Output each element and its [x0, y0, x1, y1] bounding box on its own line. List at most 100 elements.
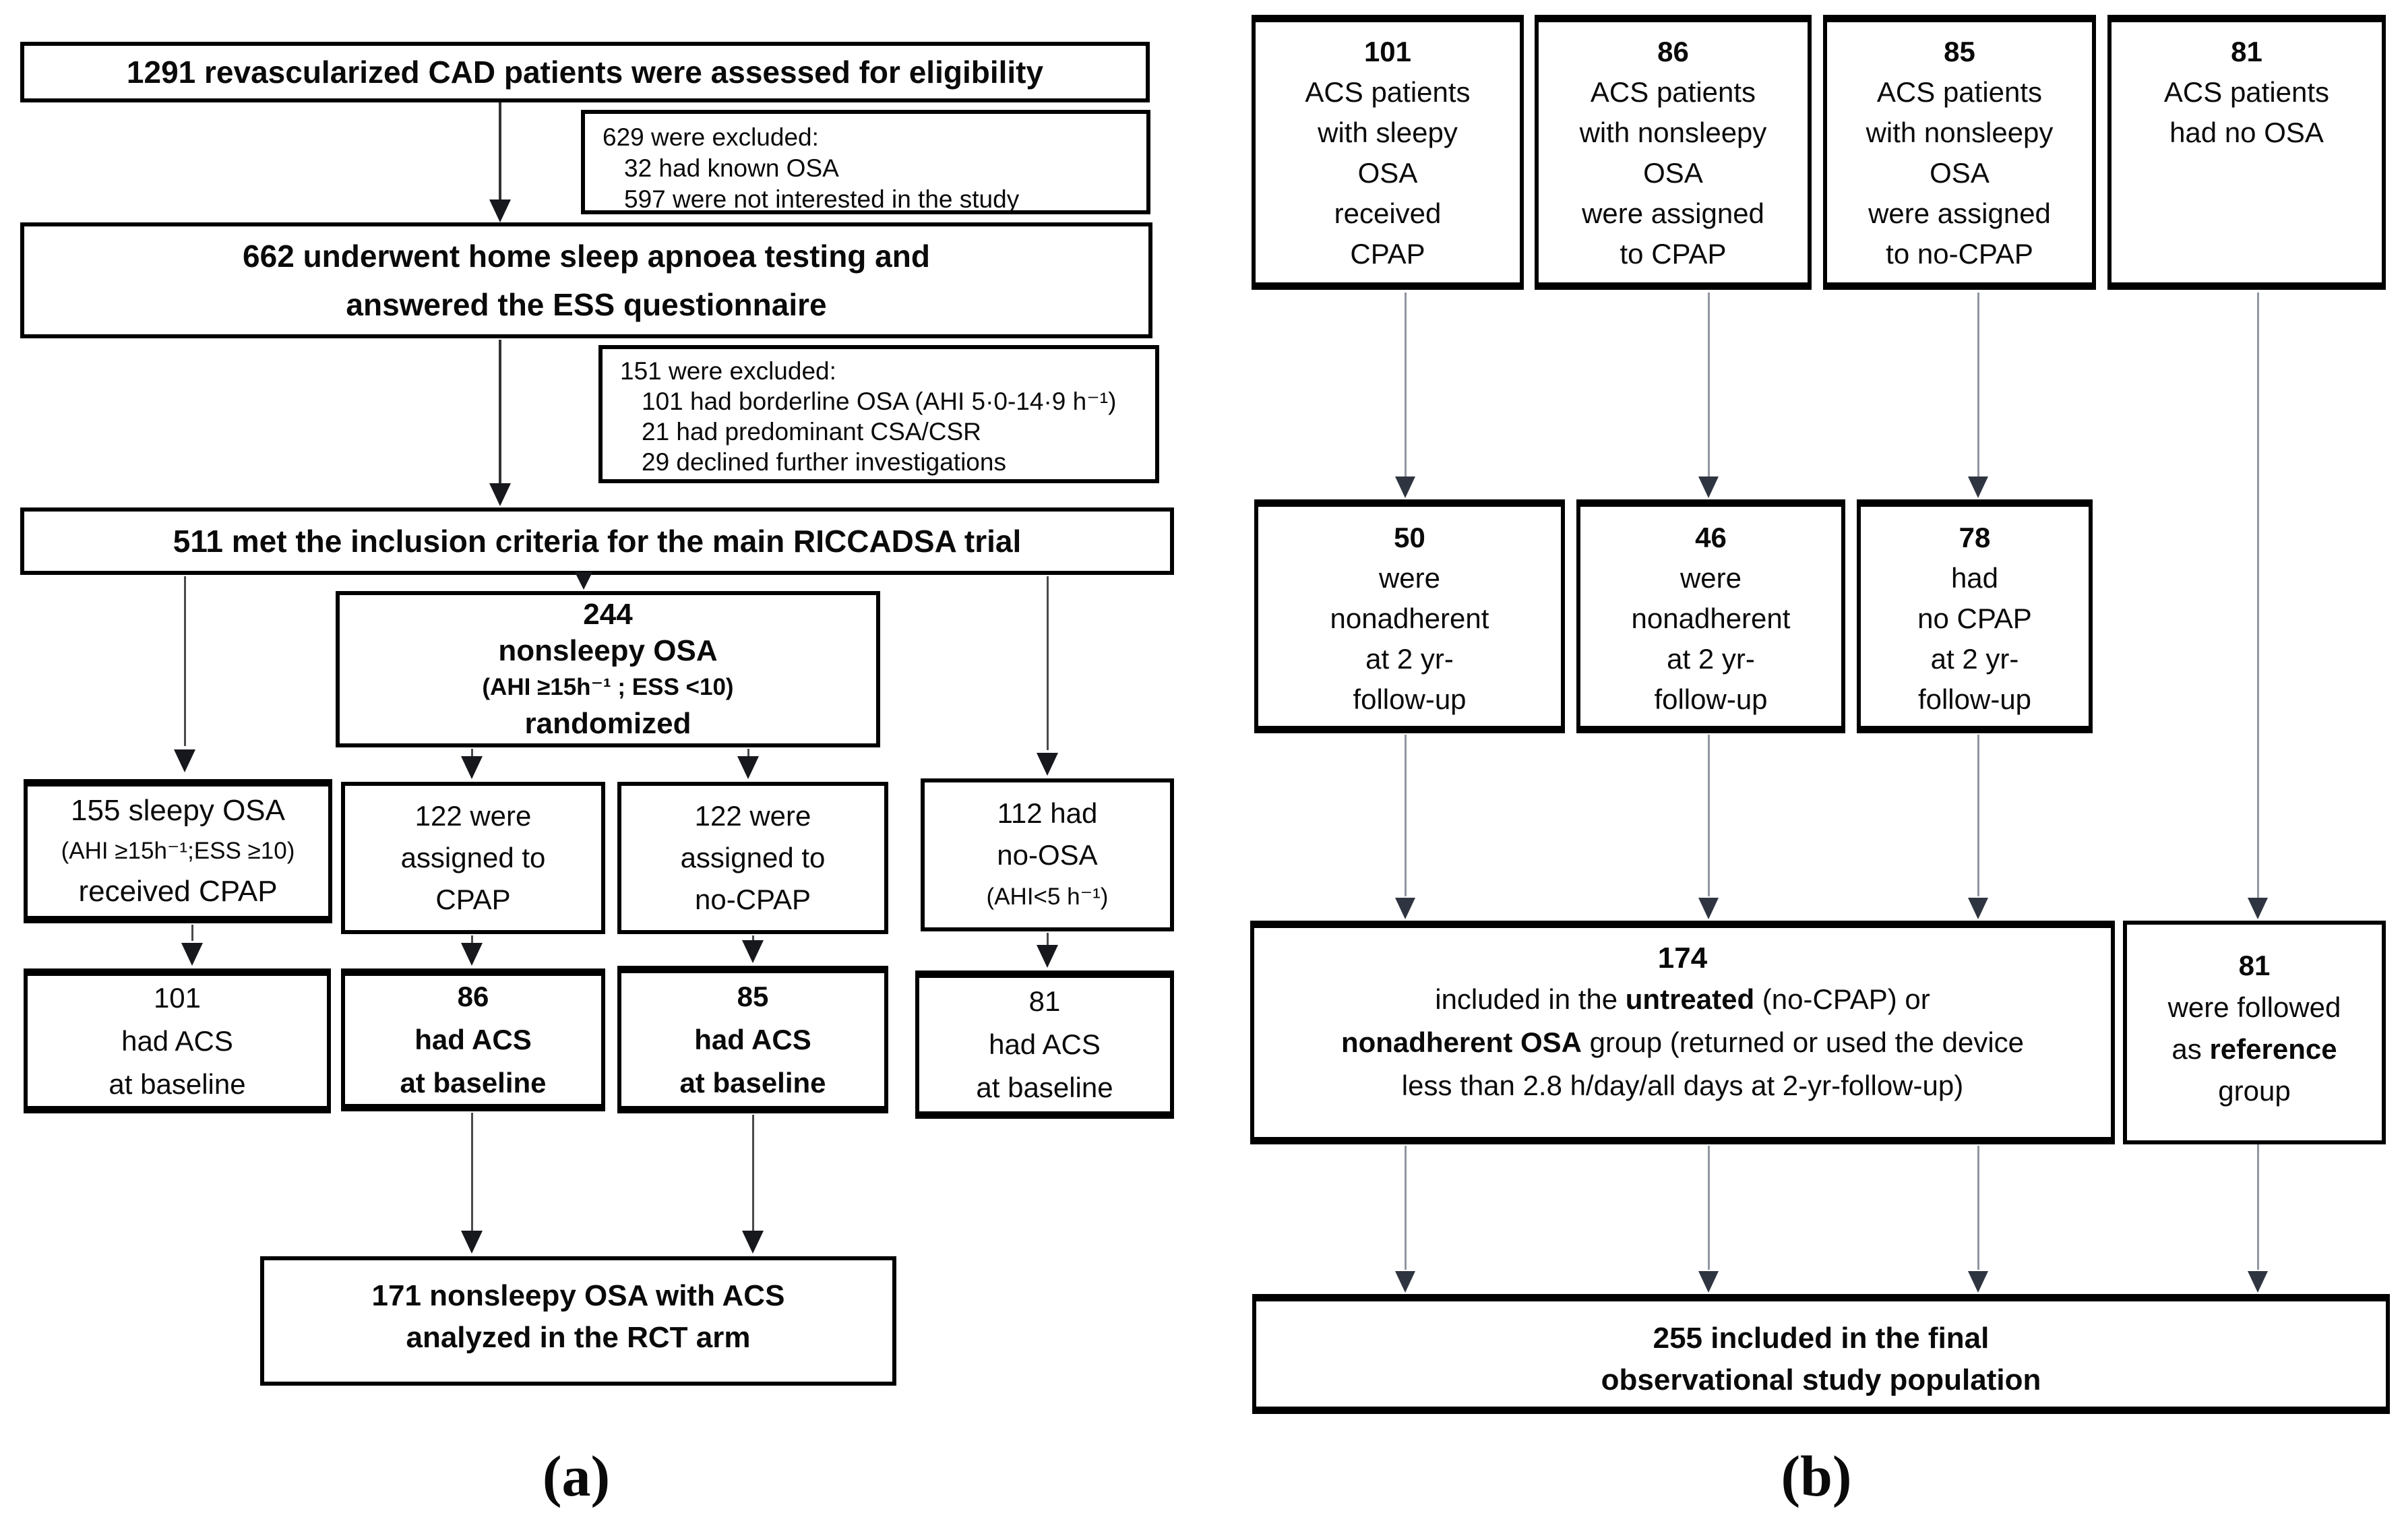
- box-text: had ACS: [121, 1024, 233, 1057]
- count-text: 81: [2238, 950, 2271, 981]
- box-b-no-cpap-78: 78 had no CPAP at 2 yr- follow-up: [1857, 499, 2093, 733]
- arrow-acs86-to-rct-head: [461, 1231, 483, 1254]
- box-text: CPAP: [1350, 238, 1425, 270]
- box-text: no-OSA: [997, 838, 1098, 871]
- arrow-174-to-final-head-2: [1698, 1271, 1719, 1293]
- arrow-to-no-osa-112-head: [1037, 753, 1058, 776]
- box-text: 1291 revascularized CAD patients were as…: [126, 55, 1044, 90]
- arrow-to-acs-101-line: [191, 925, 193, 941]
- box-assessed-eligibility: 1291 revascularized CAD patients were as…: [20, 42, 1150, 102]
- box-b-no-osa-81: 81 ACS patients had no OSA: [2107, 15, 2386, 290]
- box-text: at 2 yr-: [1365, 643, 1454, 675]
- arrow-acs85-to-rct-head: [742, 1231, 764, 1254]
- box-text: answered the ESS questionnaire: [346, 287, 827, 322]
- box-text: group: [2218, 1075, 2291, 1107]
- box-no-osa-112: 112 had no-OSA (AHI<5 h⁻¹): [921, 778, 1174, 931]
- box-text: were assigned: [1582, 197, 1764, 229]
- arrow-to-sleepy-155-head: [174, 749, 195, 772]
- criteria-text: (AHI ≥15h⁻¹ ; ESS <10): [482, 674, 734, 700]
- arrow-to-acs-85-head: [742, 940, 764, 963]
- box-text: observational study population: [1601, 1363, 2041, 1396]
- arrow-acs86-to-rct-line: [471, 1113, 473, 1233]
- box-b-nonsleepy-no-cpap-85: 85 ACS patients with nonsleepy OSA were …: [1823, 15, 2096, 290]
- box-text: 662 underwent home sleep apnoea testing …: [243, 239, 930, 274]
- box-text: at 2 yr-: [1667, 643, 1755, 675]
- box-text: ACS patients: [2163, 76, 2330, 108]
- box-text: at 2 yr-: [1930, 643, 2019, 675]
- box-text: follow-up: [1654, 683, 1768, 715]
- count-text: 81: [2231, 36, 2262, 67]
- arrow-acs85-to-rct-line: [752, 1115, 754, 1233]
- count-text: 85: [1944, 36, 1975, 67]
- box-text: at baseline: [976, 1072, 1113, 1103]
- arrow-174-to-final-head-3: [1968, 1271, 1988, 1293]
- box-text: nonadherent: [1330, 603, 1489, 634]
- arrow-to-assigned-no-cpap-head: [737, 756, 759, 779]
- text-segment-bold: untreated: [1625, 983, 1755, 1015]
- arrow-to-randomized-head: [575, 572, 592, 590]
- text-segment: included in the: [1435, 983, 1626, 1015]
- criteria-text: (AHI ≥15h⁻¹;ESS ≥10): [61, 838, 295, 864]
- box-text: ACS patients: [1305, 76, 1471, 108]
- box-text: nonadherent: [1631, 603, 1791, 634]
- panel-a-label: (a): [542, 1444, 611, 1508]
- box-text: no CPAP: [1917, 603, 2032, 634]
- panel-b-label: (b): [1781, 1444, 1852, 1508]
- box-b-sleepy-cpap-101: 101 ACS patients with sleepy OSA receive…: [1252, 15, 1524, 290]
- box-text: were: [1378, 562, 1441, 594]
- box-text: had no OSA: [2169, 117, 2324, 148]
- box-text: OSA: [1357, 157, 1418, 189]
- box-text: 255 included in the final: [1653, 1322, 1990, 1355]
- arrow-174-to-final-line-2: [1708, 1146, 1710, 1270]
- count-text: 174: [1657, 942, 1708, 975]
- count-text: 101: [1363, 36, 1412, 67]
- box-text: as reference: [2171, 1028, 2337, 1070]
- box-text: with nonsleepy: [1866, 117, 2054, 148]
- box-text: 155 sleepy OSA: [71, 794, 285, 827]
- arrow-reference-to-final-line: [2257, 1144, 2259, 1270]
- box-b-reference-81: 81 were followed as reference group: [2123, 921, 2386, 1144]
- box-text: OSA: [1930, 157, 1990, 189]
- arrow-to-sleep-testing-line: [499, 102, 501, 205]
- arrow-to-no-osa-112-line: [1047, 576, 1049, 750]
- box-text: nonsleepy OSA: [498, 634, 718, 667]
- arrow-to-inclusion-line: [499, 340, 501, 484]
- arrow-to-sleep-testing-head: [489, 199, 511, 222]
- excluded-line: 151 were excluded:: [620, 357, 836, 385]
- arrow-to-assigned-cpap-head: [461, 756, 483, 779]
- box-text: to no-CPAP: [1886, 238, 2033, 270]
- count-text: 85: [737, 980, 769, 1012]
- count-text: 86: [1657, 36, 1689, 67]
- box-text: 511 met the inclusion criteria for the m…: [173, 524, 1022, 559]
- count-text: 244: [583, 598, 633, 631]
- arrow-b1-to-nonadherent50-line: [1405, 292, 1407, 477]
- text-segment-bold: reference: [2209, 1033, 2337, 1065]
- arrow-b3-to-nocpap78-head: [1968, 476, 1988, 498]
- box-text: received: [1334, 197, 1442, 229]
- excluded-line: 597 were not interested in the study: [624, 185, 1020, 213]
- box-text: follow-up: [1917, 683, 2032, 715]
- box-acs-86: 86 had ACS at baseline: [341, 968, 605, 1111]
- box-assigned-no-cpap-122: 122 were assigned to no-CPAP: [617, 782, 888, 934]
- box-excluded-151: 151 were excluded: 101 had borderline OS…: [598, 345, 1159, 483]
- excluded-line: 629 were excluded:: [603, 123, 819, 151]
- box-acs-101: 101 had ACS at baseline: [24, 968, 331, 1113]
- box-text: at baseline: [679, 1066, 826, 1099]
- box-inclusion-criteria: 511 met the inclusion criteria for the m…: [20, 507, 1174, 575]
- arrow-nonadherent46-to-174-head: [1698, 898, 1719, 919]
- box-text: to CPAP: [1620, 238, 1727, 270]
- text-segment: group (returned or used the device: [1581, 1026, 2025, 1058]
- arrow-to-acs-81-head: [1037, 945, 1058, 968]
- arrow-to-acs-86-head: [461, 943, 483, 966]
- box-text: received CPAP: [78, 875, 278, 908]
- arrow-to-sleepy-155-line: [184, 576, 186, 746]
- box-assigned-cpap-122: 122 were assigned to CPAP: [341, 782, 605, 934]
- criteria-text: (AHI<5 h⁻¹): [986, 883, 1109, 910]
- box-text: assigned to: [400, 842, 546, 873]
- box-text: 122 were: [694, 800, 811, 832]
- box-text: at baseline: [109, 1068, 246, 1100]
- arrow-b3-to-nocpap78-line: [1977, 292, 1979, 477]
- text-segment-bold: nonadherent OSA: [1340, 1026, 1582, 1058]
- count-text: 101: [153, 981, 202, 1014]
